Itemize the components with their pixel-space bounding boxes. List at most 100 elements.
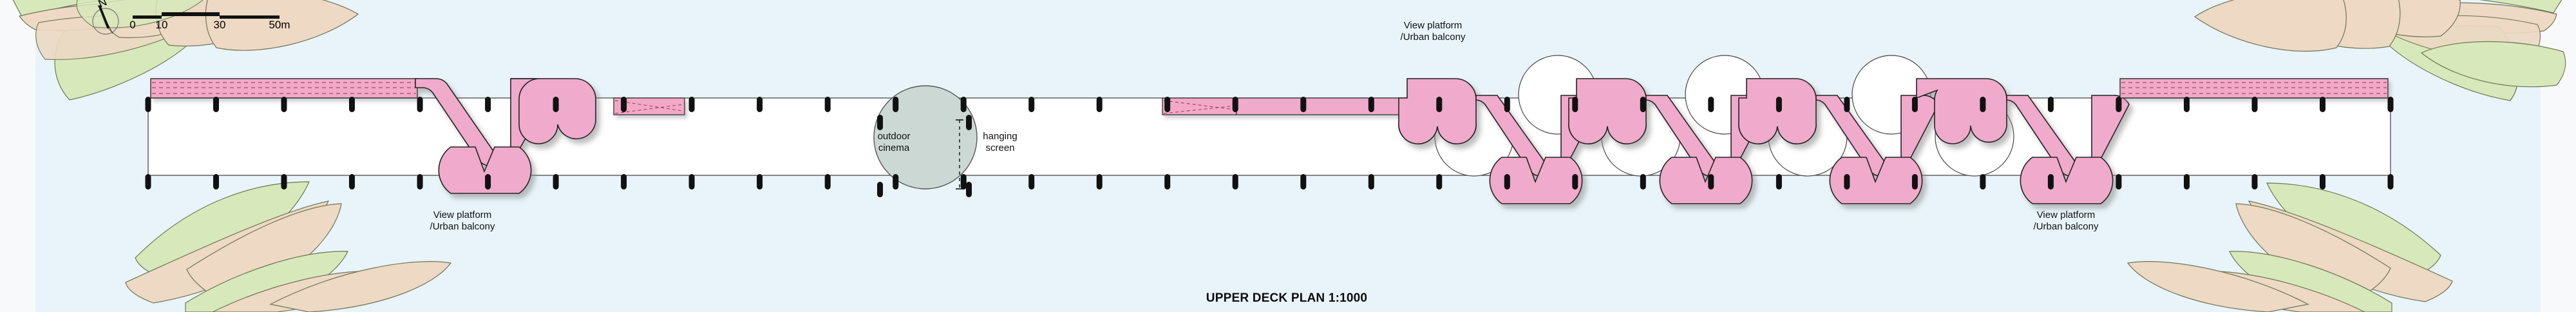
- deck-column-bottom: [1776, 174, 1782, 190]
- scale-tick-0: 0: [129, 19, 135, 31]
- scale-tick-50: 50m: [269, 19, 290, 31]
- deck-column-top: [1708, 97, 1714, 112]
- right-lower-platform-label-line1: View platform: [2037, 210, 2096, 220]
- deck-column-top: [2320, 97, 2325, 112]
- deck-column-top: [2047, 97, 2054, 112]
- deck-column-bottom: [621, 174, 627, 190]
- scale-seg-30-50: [220, 15, 279, 19]
- right-stair-treads: [2121, 82, 2387, 94]
- cinema-label-line1: outdoor: [878, 131, 911, 142]
- left-stair-strip: [150, 78, 418, 99]
- deck-column-bottom: [349, 174, 355, 190]
- mid-ramp-block: [1162, 97, 1237, 115]
- column-markers-bottom: [145, 174, 2394, 190]
- deck-column-top: [1028, 97, 1035, 112]
- deck-column-top: [824, 97, 831, 112]
- deck-column-top: [1640, 97, 1646, 112]
- deck-column-bottom: [893, 174, 899, 190]
- cinema-column-bl: [877, 182, 883, 197]
- right-lower-platform-label-line2: /Urban balcony: [2034, 221, 2099, 232]
- compass-rose: N: [92, 0, 119, 35]
- scale-seg-10-30: [162, 12, 220, 16]
- landscape-left: [12, 0, 359, 101]
- pink-circulation-right: [1398, 78, 2130, 204]
- deck-column-bottom: [1980, 174, 1986, 190]
- deck-column-top: [960, 97, 967, 112]
- deck-column-bottom: [2251, 174, 2258, 190]
- deck-column-top: [1096, 97, 1103, 112]
- deck-column-bottom: [960, 174, 967, 190]
- deck-column-top: [2184, 97, 2190, 112]
- left-stair-treads: [152, 82, 416, 94]
- left-platform-label-line2: /Urban balcony: [430, 221, 495, 232]
- deck-column-bottom: [1844, 174, 1850, 190]
- cinema-column-br: [966, 182, 972, 197]
- deck-column-top: [213, 97, 219, 112]
- deck-column-bottom: [688, 174, 695, 190]
- landscape-right: [2193, 0, 2566, 101]
- deck-column-top: [1776, 97, 1782, 112]
- column-markers-cinema: [877, 115, 972, 197]
- deck-column-top: [349, 97, 355, 112]
- cinema-column-tl: [877, 115, 883, 130]
- deck-column-top: [553, 97, 559, 112]
- deck-column-bottom: [417, 174, 423, 190]
- deck-column-top: [688, 97, 695, 112]
- mid-ramp-taper: [1162, 97, 1417, 115]
- screen-label-line2: screen: [985, 142, 1014, 153]
- deck-column-bottom: [2116, 174, 2122, 190]
- deck-column-bottom: [2387, 174, 2394, 190]
- right-vbulb-1: [1489, 157, 1583, 204]
- deck-column-top: [1368, 97, 1374, 112]
- deck-column-top: [1844, 97, 1850, 112]
- deck-column-top: [757, 97, 763, 112]
- deck-column-bottom: [1504, 174, 1510, 190]
- deck-column-bottom: [2184, 174, 2190, 190]
- right-stair-strip: [2119, 78, 2389, 99]
- deck-column-top: [2251, 97, 2258, 112]
- deck-column-bottom: [757, 174, 763, 190]
- right-upper-platform-label-line1: View platform: [1404, 20, 1463, 31]
- right-platform-lobe-4: [1916, 78, 2007, 144]
- mid-ramp-run: [1236, 97, 1417, 115]
- deck-column-bottom: [145, 174, 151, 190]
- cinema-column-tr: [966, 115, 972, 130]
- deck-column-top: [1504, 97, 1510, 112]
- scale-tick-30: 30: [214, 19, 226, 31]
- right-upper-platform-label-line2: /Urban balcony: [1401, 32, 1466, 43]
- deck-column-bottom: [2320, 174, 2325, 190]
- deck-column-bottom: [213, 174, 219, 190]
- deck-column-bottom: [2047, 174, 2054, 190]
- landscape-left-lower: [125, 181, 452, 312]
- deck-column-bottom: [553, 174, 559, 190]
- pink-circulation-left: [150, 78, 418, 99]
- deck-column-bottom: [1911, 174, 1918, 190]
- deck-column-top: [417, 97, 423, 112]
- deck-column-top: [145, 97, 151, 112]
- screen-label-line1: hanging: [983, 131, 1017, 142]
- deck-column-bottom: [1572, 174, 1578, 190]
- deck-column-bottom: [1300, 174, 1307, 190]
- page-title: UPPER DECK PLAN 1:1000: [1206, 291, 1367, 305]
- annotation-right-upper-platform: View platform /Urban balcony: [1401, 20, 1466, 43]
- right-vbulb-4: [2020, 157, 2114, 204]
- scale-tick-10: 10: [156, 19, 168, 31]
- left-view-platform-assembly: [415, 78, 596, 194]
- deck-column-bottom: [1436, 174, 1443, 190]
- deck-column-bottom: [1164, 174, 1171, 190]
- scale-seg-0-10: [133, 15, 162, 19]
- deck-column-bottom: [1368, 174, 1374, 190]
- deck-column-bottom: [281, 174, 287, 190]
- deck-column-bottom: [824, 174, 831, 190]
- column-markers-top: [145, 97, 2394, 112]
- annotation-left-platform: View platform /Urban balcony: [430, 210, 495, 232]
- deck-column-top: [1436, 97, 1443, 112]
- deck-column-top: [1572, 97, 1578, 112]
- outdoor-cinema: outdoor cinema hanging screen: [873, 85, 1018, 190]
- right-platform-lobe-2: [1568, 78, 1647, 144]
- pink-circulation-right-end: [2119, 78, 2389, 99]
- deck-column-top: [1911, 97, 1918, 112]
- deck-column-bottom: [1232, 174, 1238, 190]
- deck-column-top: [485, 97, 491, 112]
